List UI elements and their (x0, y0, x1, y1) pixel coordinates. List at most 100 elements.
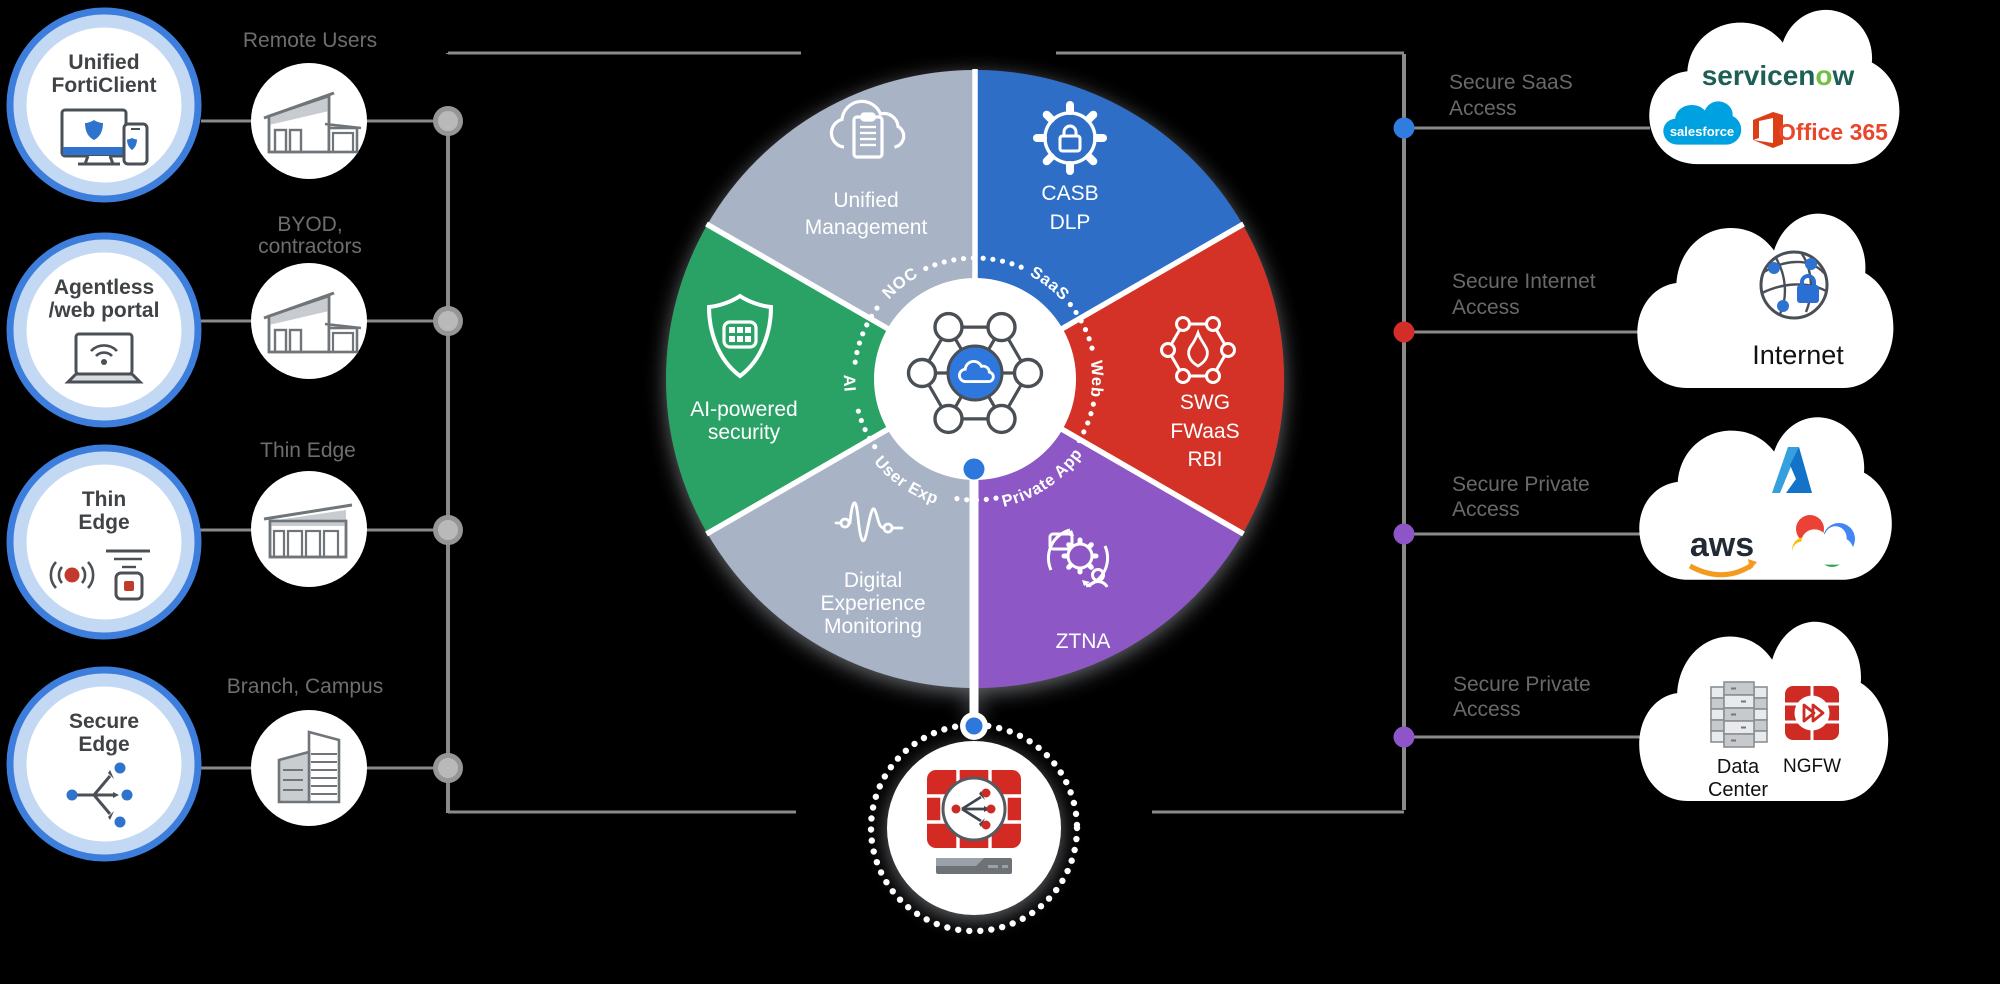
site-connectors (199, 119, 444, 770)
shield-grid-icon (706, 293, 774, 379)
ring-dots (1075, 401, 1096, 446)
access-label-line: Secure Private (1452, 473, 1590, 496)
site-labels: Remote Users BYOD, contractors Thin Edge… (227, 29, 383, 698)
segment-content-ai: AI-powered security (690, 293, 798, 444)
ngfw-icon (1785, 686, 1839, 740)
modern-house-icon (263, 291, 362, 354)
left-hubs: Unified FortiClient Agentless /web porta… (6, 7, 202, 862)
site-label-remote-users: Remote Users (243, 29, 377, 52)
private-access-dot (1393, 523, 1415, 545)
segment-label: Unified (833, 189, 898, 212)
cloud-internet: Internet (1637, 213, 1894, 388)
cloud-clipboard-icon (829, 99, 906, 159)
building-remote-users (251, 63, 367, 179)
site-label-byod-1: BYOD, (277, 213, 342, 236)
segment-swg (975, 224, 1284, 534)
segment-label: CASB (1041, 182, 1098, 205)
segment-content-ztna: ZTNA (1046, 528, 1111, 653)
ztna-gear-user-icon (1046, 528, 1110, 588)
aws-text: aws (1690, 526, 1754, 564)
segment-label: FWaaS (1170, 420, 1239, 443)
junction-dot (433, 106, 463, 136)
segment-label: Digital (844, 569, 902, 592)
site-label-byod-2: contractors (258, 235, 362, 258)
segment-label: ZTNA (1056, 630, 1111, 653)
segment-ztna (975, 379, 1243, 688)
segment-casb (975, 70, 1243, 379)
lock-icon (1797, 274, 1819, 303)
hub-secure-edge: Secure Edge (6, 666, 202, 862)
segment-content-um: Unified Management (805, 99, 928, 239)
salesforce-logo: salesforce (1663, 101, 1742, 145)
saas-access-dot (1393, 117, 1415, 139)
gear-lock-icon (1033, 101, 1107, 175)
appliance-base (936, 858, 1012, 874)
modern-house-icon (263, 91, 362, 154)
segment-label: Management (805, 216, 928, 239)
ring-dots (1067, 301, 1096, 357)
hex-flame-icon (1160, 316, 1236, 384)
cloud-glyph (958, 360, 995, 383)
hub-title-line: Secure (69, 710, 139, 733)
segment-label: security (708, 421, 781, 444)
segment-dem (707, 379, 975, 688)
segment-content-dem: Digital Experience Monitoring (820, 501, 926, 638)
office-buildings-icon (277, 730, 341, 804)
internet-access-dot (1393, 321, 1415, 343)
junction-dots (433, 106, 463, 783)
fortigate-gateway (867, 712, 1081, 935)
building-byod (251, 263, 367, 379)
internet-label: Internet (1752, 340, 1844, 370)
server-rack-icon (1710, 681, 1768, 748)
clouds: servicenow salesforce Office 365 (1637, 9, 1900, 802)
cloud-saas: servicenow salesforce Office 365 (1649, 9, 1900, 165)
ring-dots (923, 255, 1027, 272)
hub-title-line: Edge (78, 511, 129, 534)
segment-label: RBI (1187, 448, 1222, 471)
access-label-line: Access (1453, 698, 1521, 721)
ring-label-ai: AI (840, 374, 859, 392)
routing-lines (199, 51, 1650, 814)
gateway-top-dot (965, 717, 983, 735)
building-branch-campus (251, 710, 367, 826)
pie-bottom-dot (963, 458, 985, 480)
internet-globe-icon (1759, 250, 1829, 320)
access-label-line: Access (1452, 296, 1520, 319)
segment-label: SWG (1180, 391, 1230, 414)
fortigate-appliance-icon (927, 770, 1021, 874)
hub-title-line: Unified (68, 51, 139, 74)
hub-title-line: Agentless (54, 276, 154, 299)
sase-cloud-network-icon (906, 311, 1044, 435)
segment-content-swg: SWG FWaaS RBI (1160, 316, 1240, 471)
access-label-line: Access (1449, 97, 1517, 120)
azure-logo (1772, 447, 1812, 493)
hub-agentless: Agentless /web portal (6, 232, 202, 428)
building-thin-edge (251, 471, 367, 587)
access-dots (1393, 117, 1415, 748)
access-label-line: Secure Internet (1452, 270, 1596, 293)
site-label-thin-edge: Thin Edge (260, 439, 356, 462)
aws-logo: aws (1688, 526, 1757, 578)
segment-label: Experience (820, 592, 925, 615)
google-cloud-logo (1792, 515, 1855, 567)
office365-text: Office 365 (1778, 119, 1888, 145)
hub-title-line: Edge (78, 733, 129, 756)
salesforce-text: salesforce (1670, 124, 1734, 139)
secure-edge-share-icon (66, 762, 133, 828)
datacenter-label: Center (1708, 779, 1768, 801)
ring-label-swg: Web (1087, 360, 1106, 399)
agentless-laptop-icon (64, 332, 144, 384)
access-label-line: Secure Private (1453, 673, 1591, 696)
cloud-datacenter: Data Center NGFW (1639, 621, 1889, 802)
segment-content-casb: CASB DLP (1033, 101, 1107, 234)
shop-building-icon (263, 503, 353, 559)
office365-logo: Office 365 (1753, 112, 1888, 148)
cloud-connectors (1404, 126, 1650, 739)
segment-ai (666, 224, 975, 534)
cloud-private-access: aws (1639, 417, 1892, 580)
forticlient-devices-icon (60, 108, 149, 166)
segment-label: Monitoring (824, 615, 922, 638)
gateway-dotted-ring (867, 721, 1081, 935)
site-label-branch-campus: Branch, Campus (227, 675, 383, 698)
